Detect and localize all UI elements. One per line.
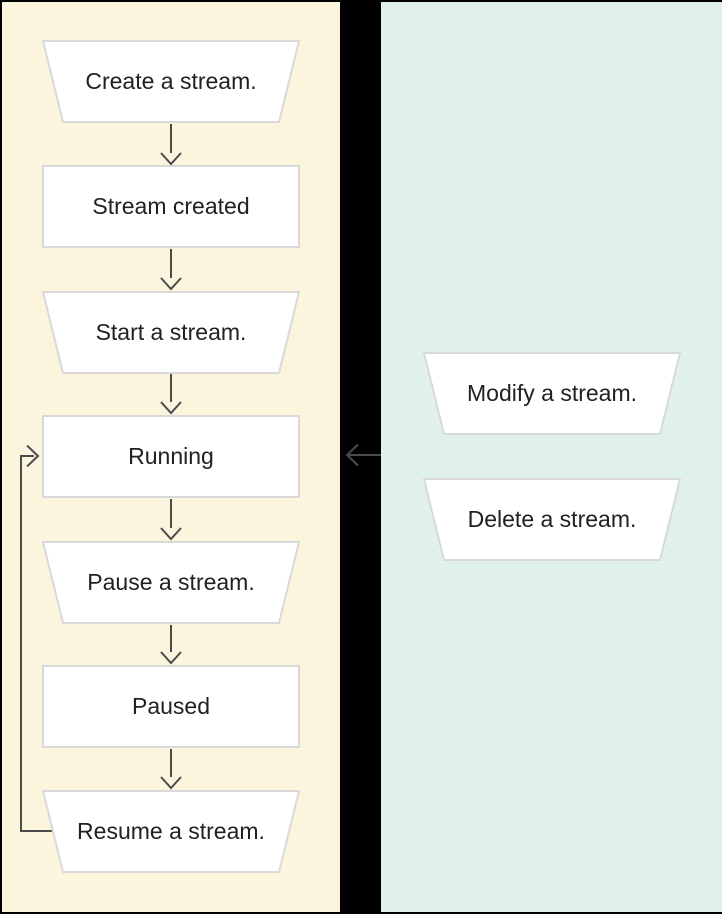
node-label: Running bbox=[128, 443, 214, 469]
node-resume-a-stream: Resume a stream. bbox=[42, 790, 300, 873]
trapezoid-shape bbox=[42, 40, 300, 123]
trapezoid-shape bbox=[42, 790, 300, 873]
node-pause-a-stream: Pause a stream. bbox=[42, 541, 300, 624]
node-label: Delete a stream. bbox=[467, 506, 637, 532]
stream-actions-panel bbox=[381, 2, 722, 912]
trapezoid-shape bbox=[42, 291, 300, 374]
node-label: Modify a stream. bbox=[467, 380, 637, 406]
node-label: Stream created bbox=[92, 193, 250, 219]
node-label: Pause a stream. bbox=[87, 569, 255, 595]
node-start-a-stream: Start a stream. bbox=[42, 291, 300, 374]
node-label: Resume a stream. bbox=[77, 818, 265, 844]
node-label: Start a stream. bbox=[95, 319, 247, 345]
trapezoid-shape bbox=[423, 352, 681, 435]
trapezoid-shape bbox=[423, 478, 681, 561]
trapezoid-shape bbox=[42, 541, 300, 624]
node-delete-a-stream: Delete a stream. bbox=[423, 478, 681, 561]
node-create-a-stream: Create a stream. bbox=[42, 40, 300, 123]
node-stream-created: Stream created bbox=[42, 165, 300, 248]
incoming-left-arrow bbox=[345, 443, 381, 467]
node-running: Running bbox=[42, 415, 300, 498]
node-label: Paused bbox=[131, 693, 210, 719]
node-modify-a-stream: Modify a stream. bbox=[423, 352, 681, 435]
node-label: Create a stream. bbox=[85, 68, 257, 94]
node-paused: Paused bbox=[42, 665, 300, 748]
